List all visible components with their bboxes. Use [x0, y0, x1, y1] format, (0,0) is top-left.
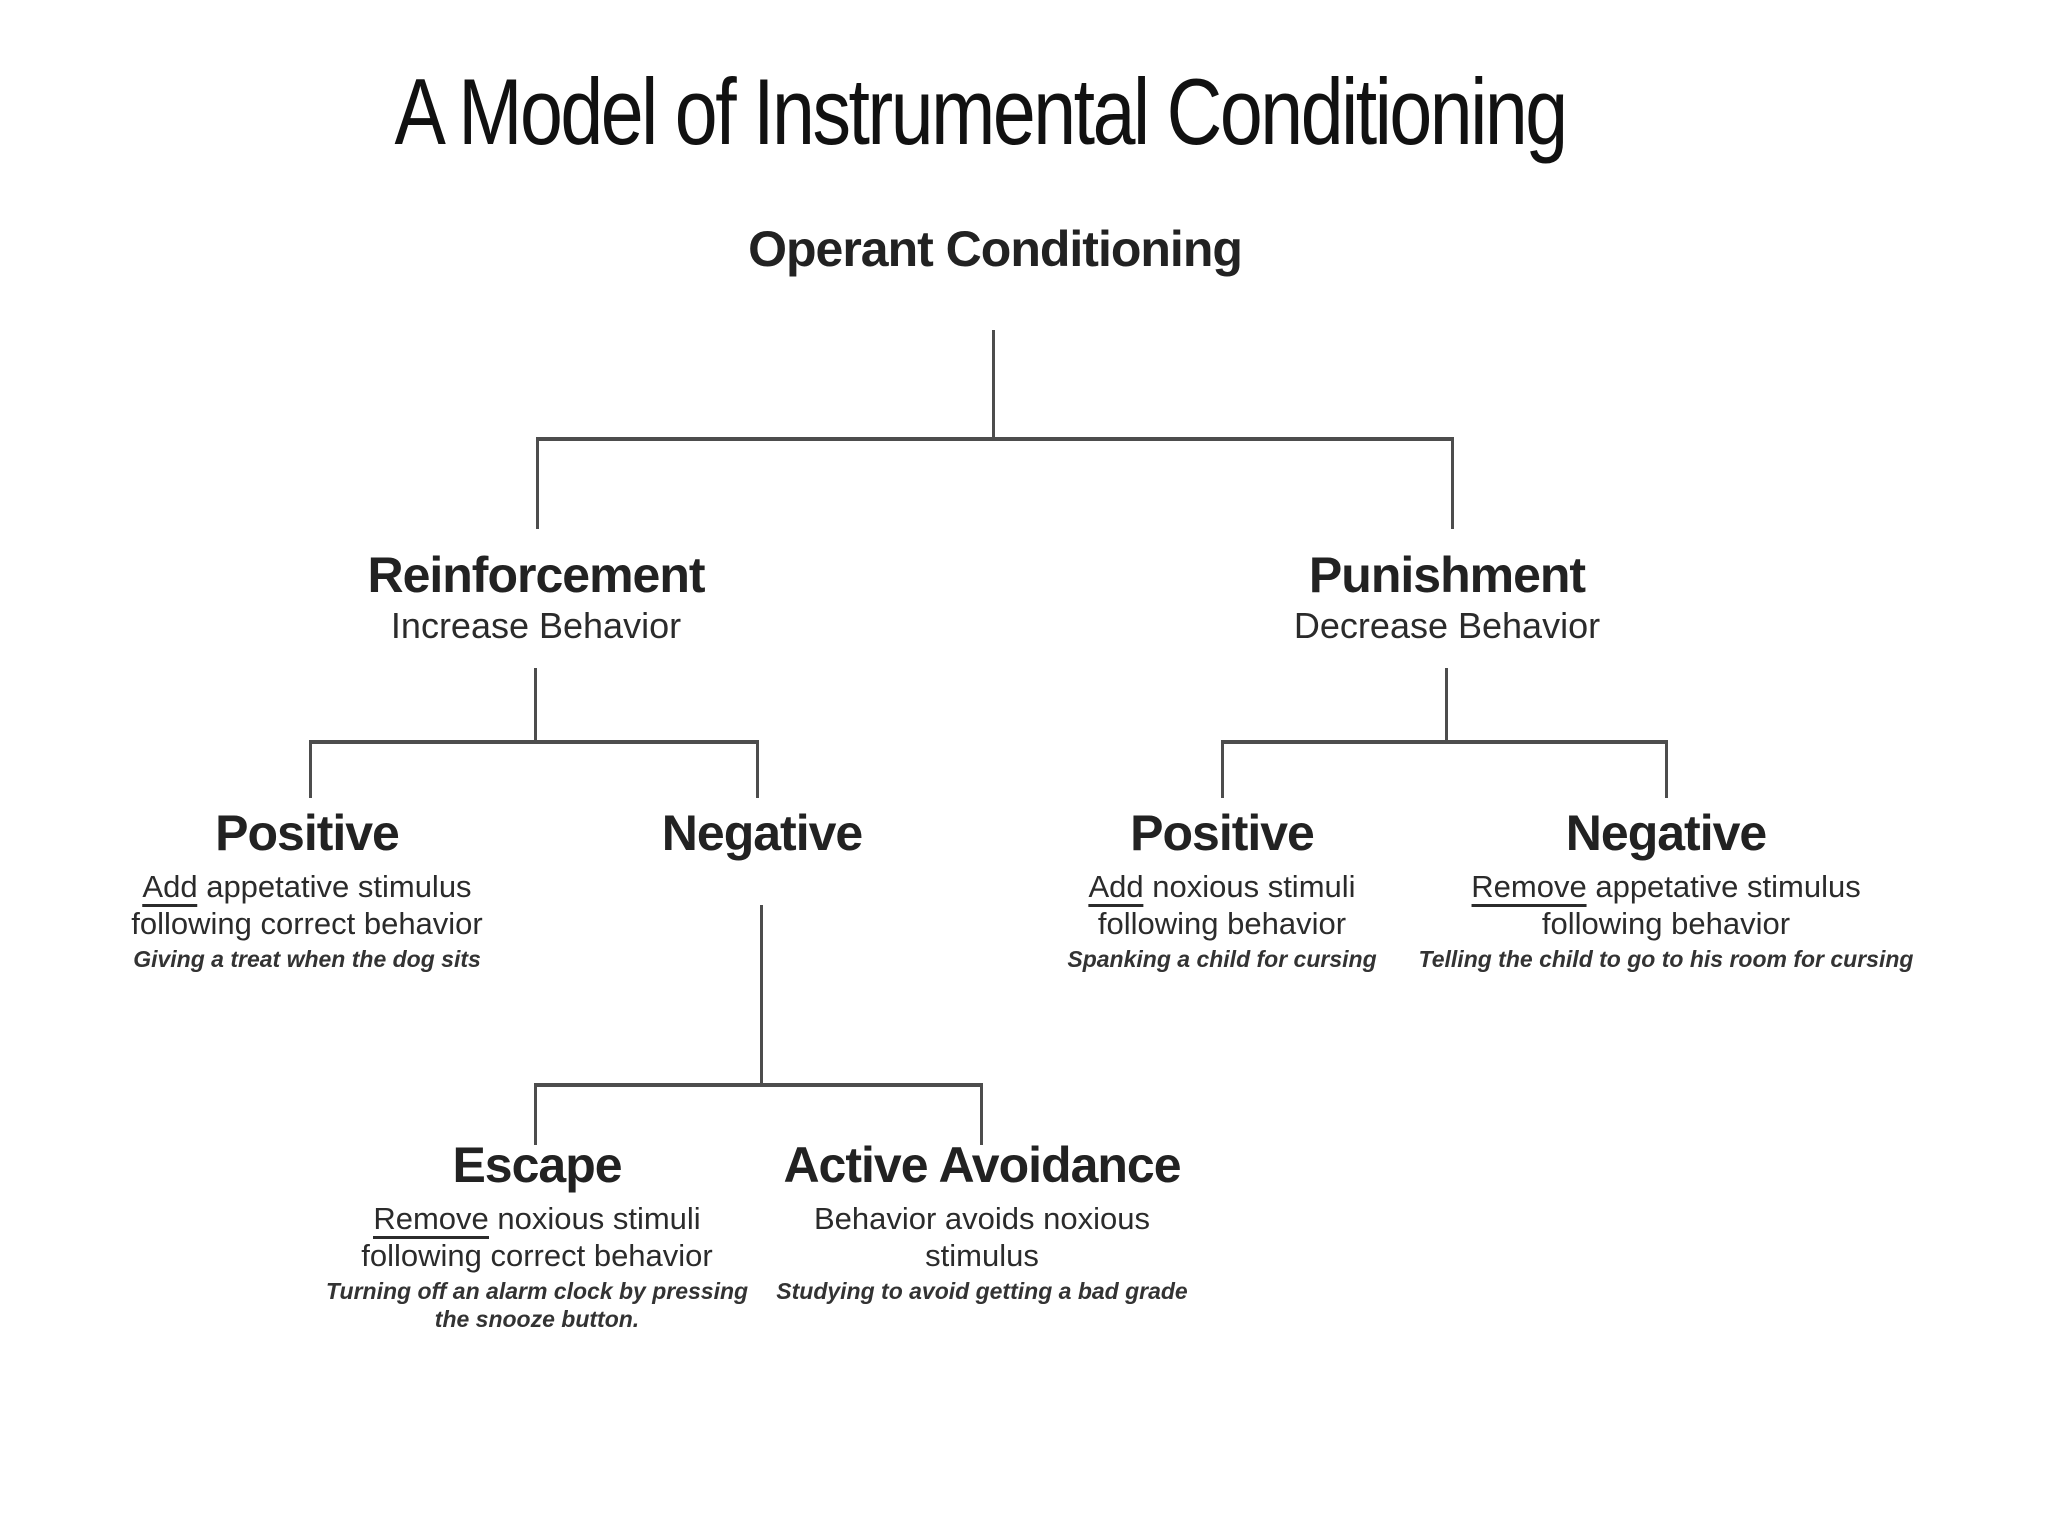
connector-drop-reinforcement [536, 437, 539, 529]
punishment-positive-desc-underline: Add [1088, 869, 1144, 907]
reinforcement-subtitle: Increase Behavior [390, 605, 682, 646]
escape-label: Escape [452, 1137, 622, 1193]
escape-desc-underline: Remove [373, 1201, 489, 1239]
reinforcement-positive-label: Positive [215, 805, 400, 861]
punishment-positive-label: Positive [1130, 805, 1315, 861]
reinforcement-positive-desc-rest: appetative stimulus [197, 869, 472, 904]
escape-desc: Remove noxious stimuli following correct… [307, 1201, 767, 1274]
active-avoidance-desc: Behavior avoids noxious stimulus [776, 1201, 1187, 1274]
active-avoidance-example: Studying to avoid getting a bad grade [776, 1278, 1188, 1305]
connector-negative-stem [760, 905, 763, 1087]
slide-title-container: A Model of Instrumental Conditioning [0, 58, 1960, 166]
connector-reinforcement-stem [534, 668, 537, 742]
punishment-positive-example: Spanking a child for cursing [1067, 946, 1377, 973]
connector-drop-reinforcement-positive [309, 740, 312, 798]
connector-drop-reinforcement-negative [756, 740, 759, 798]
punishment-negative-desc-underline: Remove [1471, 869, 1587, 907]
connector-drop-punishment-positive [1221, 740, 1224, 798]
punishment-subtitle: Decrease Behavior [1293, 605, 1601, 646]
node-active-avoidance: Active Avoidance Behavior avoids noxious… [776, 1138, 1187, 1306]
node-reinforcement-positive: Positive Add appetative stimulus followi… [131, 806, 483, 974]
escape-desc-rest: noxious stimuli [488, 1201, 701, 1236]
escape-desc-line2: following correct behavior [361, 1237, 713, 1273]
reinforcement-label: Reinforcement [367, 547, 705, 603]
active-avoidance-desc-line1: Behavior avoids noxious [813, 1201, 1151, 1236]
connector-drop-punishment [1451, 437, 1454, 529]
node-punishment-positive: Positive Add noxious stimuli following b… [1067, 806, 1376, 974]
active-avoidance-label: Active Avoidance [783, 1137, 1181, 1193]
punishment-positive-desc-rest: noxious stimuli [1143, 869, 1356, 904]
node-punishment: Punishment Decrease Behavior [1294, 548, 1600, 648]
escape-example: Turning off an alarm clock by pressing t… [325, 1278, 749, 1332]
reinforcement-positive-example: Giving a treat when the dog sits [133, 946, 481, 973]
connector-drop-active-avoidance [980, 1083, 983, 1145]
connector-level1-horizontal [536, 437, 1454, 441]
punishment-negative-desc: Remove appetative stimulus following beh… [1419, 869, 1914, 942]
punishment-positive-desc-line2: following behavior [1097, 905, 1347, 941]
connector-punishment-horizontal [1221, 740, 1668, 744]
punishment-negative-desc-rest: appetative stimulus [1586, 869, 1861, 904]
node-reinforcement: Reinforcement Increase Behavior [367, 547, 705, 648]
node-escape: Escape Remove noxious stimuli following … [307, 1138, 767, 1333]
punishment-positive-desc: Add noxious stimuli following behavior [1067, 869, 1376, 942]
connector-root-stem [992, 330, 995, 438]
node-punishment-negative: Negative Remove appetative stimulus foll… [1419, 806, 1914, 974]
punishment-negative-desc-line2: following behavior [1541, 905, 1791, 941]
punishment-negative-example: Telling the child to go to his room for … [1418, 946, 1914, 973]
punishment-negative-label: Negative [1565, 805, 1767, 861]
slide-title: A Model of Instrumental Conditioning [394, 59, 1568, 164]
connector-drop-punishment-negative [1665, 740, 1668, 798]
node-reinforcement-negative: Negative [661, 805, 863, 861]
punishment-label: Punishment [1308, 547, 1586, 603]
reinforcement-positive-desc-underline: Add [142, 869, 198, 907]
connector-reinforcement-horizontal [309, 740, 759, 744]
node-operant-conditioning: Operant Conditioning [748, 221, 1243, 277]
connector-punishment-stem [1445, 668, 1448, 742]
reinforcement-positive-desc-line2: following correct behavior [131, 905, 483, 941]
reinforcement-positive-desc: Add appetative stimulus following correc… [131, 869, 483, 942]
connector-drop-escape [534, 1083, 537, 1145]
connector-negative-horizontal [534, 1083, 983, 1087]
active-avoidance-desc-line2: stimulus [925, 1237, 1039, 1273]
